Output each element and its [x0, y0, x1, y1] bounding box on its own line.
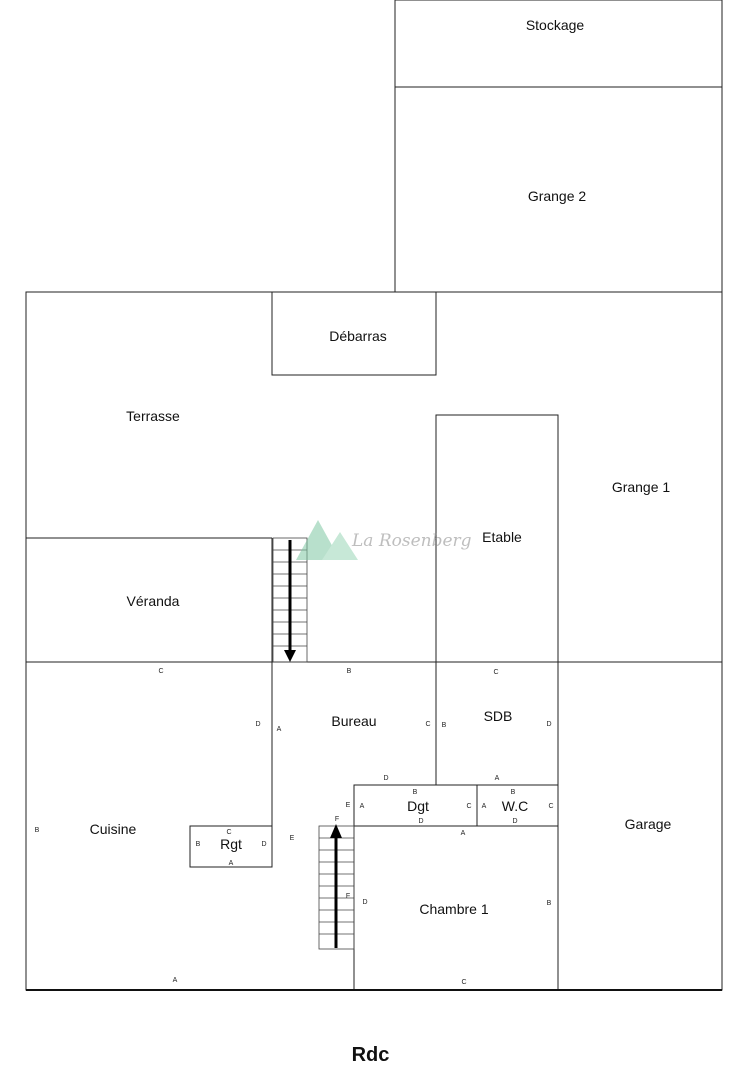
watermark-text: La Rosenberg: [351, 531, 472, 551]
room-label-veranda: Véranda: [127, 593, 180, 609]
room-label-wc: W.C: [502, 798, 528, 814]
rgt-wall-a: A: [229, 860, 234, 867]
cuisine-wall-d: D: [255, 721, 260, 728]
sdb-wall-c: C: [493, 669, 498, 676]
room-label-rgt: Rgt: [220, 836, 242, 852]
cuisine-wall-b: B: [35, 827, 40, 834]
dgt-wall-c: C: [466, 803, 471, 810]
dgt-wall-b: B: [413, 789, 418, 796]
bureau-wall-d: D: [383, 775, 388, 782]
bureau-wall-a: A: [277, 726, 282, 733]
rgt-wall-d: D: [261, 841, 266, 848]
chambre1-wall-c: C: [461, 979, 466, 986]
cuisine-wall-a: A: [173, 977, 178, 984]
lower-stair-arrow-head: [330, 824, 342, 838]
dgt-wall-d: D: [418, 818, 423, 825]
room-label-sdb: SDB: [484, 708, 513, 724]
room-label-grange1: Grange 1: [612, 479, 671, 495]
cuisine-wall-c: C: [158, 668, 163, 675]
wc-wall-d: D: [512, 818, 517, 825]
room-label-grange2: Grange 2: [528, 188, 587, 204]
wall-dgt-wc: [353, 784, 559, 827]
wall-rgt: [189, 825, 273, 868]
rgt-wall-b: B: [196, 841, 201, 848]
sdb-wall-a: A: [495, 775, 500, 782]
room-label-stockage: Stockage: [526, 17, 585, 33]
wall-stockage: [394, 0, 723, 88]
chambre1-wall-d: D: [362, 899, 367, 906]
bureau-wall-e1: E: [346, 802, 351, 809]
room-label-debarras: Débarras: [329, 328, 387, 344]
room-label-dgt: Dgt: [407, 798, 429, 814]
sdb-wall-d: D: [546, 721, 551, 728]
chambre1-wall-b: B: [547, 900, 552, 907]
bureau-wall-b: B: [347, 668, 352, 675]
bureau-wall-f: F: [335, 816, 339, 823]
floor-title: Rdc: [351, 1044, 390, 1066]
wc-wall-a: A: [482, 803, 487, 810]
room-label-cuisine: Cuisine: [90, 821, 137, 837]
upper-stair-arrow-head: [284, 650, 296, 662]
wc-wall-c: C: [548, 803, 553, 810]
chambre1-wall-f: F: [346, 893, 350, 900]
walls: [25, 0, 723, 991]
dgt-wall-a: A: [360, 803, 365, 810]
wc-wall-b: B: [511, 789, 516, 796]
chambre1-wall-a: A: [461, 830, 466, 837]
sdb-wall-b: B: [442, 722, 447, 729]
watermark-logo: La Rosenberg: [296, 520, 472, 560]
wall-debarras: [271, 291, 437, 376]
bureau-wall-c: C: [425, 721, 430, 728]
room-label-terrasse: Terrasse: [126, 408, 180, 424]
room-label-bureau: Bureau: [331, 713, 376, 729]
room-label-etable: Etable: [482, 529, 522, 545]
floor-plan: La Rosenberg Stockage Grange 2 Débarras …: [25, 0, 723, 991]
wall-letters: C D B A B A C D E E F C B D A B A C D B …: [35, 668, 554, 986]
rgt-wall-c: C: [226, 829, 231, 836]
bureau-wall-e2: E: [290, 835, 295, 842]
room-label-garage: Garage: [625, 816, 672, 832]
room-label-chambre1: Chambre 1: [419, 901, 488, 917]
wall-main-outline: [25, 291, 723, 991]
